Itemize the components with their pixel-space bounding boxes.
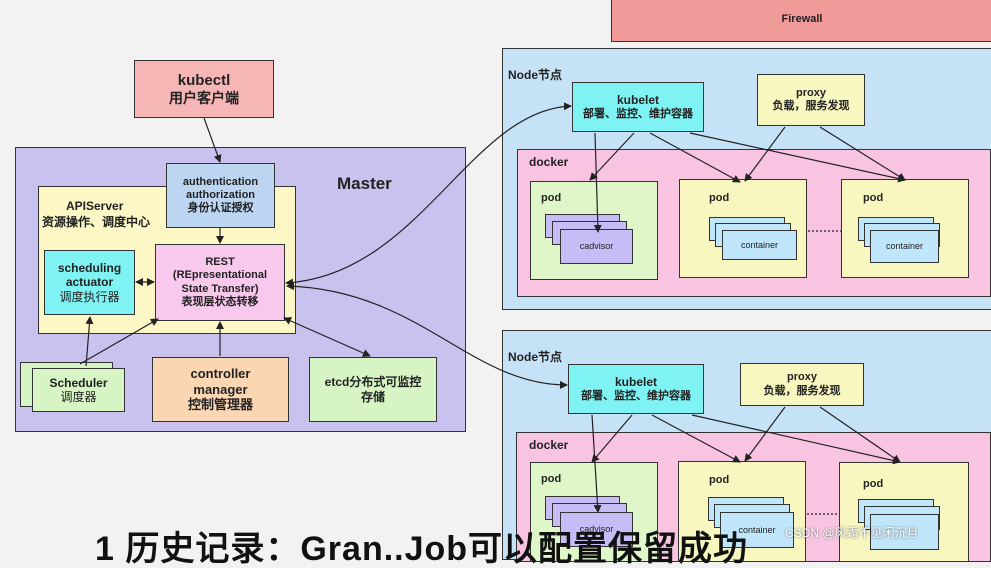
kubelet-box-1: kubelet 部署、监控、维护容器	[572, 82, 704, 132]
apiserver-label: APIServer 资源操作、调度中心	[42, 199, 150, 230]
etcd-line1: etcd分布式可监控	[324, 375, 422, 390]
cadvisor-label-2: cadvisor	[579, 524, 614, 535]
pod-label-1-1: pod	[541, 192, 562, 204]
csdn-watermark: CSDN @风霜不见闲沉月	[785, 526, 919, 540]
node-title-2: Node节点	[508, 350, 563, 364]
pod-label-1-2: pod	[709, 192, 730, 204]
kubelet-desc-1: 部署、监控、维护容器	[583, 107, 693, 120]
proxy-box-1: proxy 负载，服务发现	[757, 74, 865, 126]
pod-label-1-3: pod	[863, 192, 884, 204]
pod-label-2-2: pod	[709, 474, 730, 486]
apiserver-desc: 资源操作、调度中心	[42, 214, 151, 229]
kubectl-name: kubectl	[177, 71, 231, 89]
scheduler-box: Scheduler 调度器	[32, 368, 125, 412]
etcd-box: etcd分布式可监控 存储	[309, 357, 437, 422]
kubelet-box-2: kubelet 部署、监控、维护容器	[568, 364, 704, 414]
kubectl-desc: 用户客户端	[169, 89, 239, 106]
controller-line2: manager	[193, 381, 248, 397]
rest-line2: (REpresentational	[172, 269, 268, 282]
container-label-1-3: container	[885, 241, 924, 252]
cadvisor-box-2: cadvisor	[560, 512, 633, 547]
container-box-2-3	[870, 514, 939, 550]
rest-line3: State Transfer)	[181, 282, 259, 295]
proxy-desc-2: 负载，服务发现	[763, 384, 841, 397]
cadvisor-label-1: cadvisor	[579, 241, 614, 252]
proxy-name-1: proxy	[796, 86, 826, 99]
kubelet-name-1: kubelet	[616, 93, 659, 108]
container-box-2-2: container	[720, 512, 794, 548]
scheduling-line2: actuator	[65, 275, 114, 290]
auth-line3: 身份认证授权	[187, 202, 254, 215]
controller-manager-box: controller manager 控制管理器	[152, 357, 289, 422]
scheduler-desc: 调度器	[60, 390, 97, 404]
proxy-box-2: proxy 负载，服务发现	[740, 363, 864, 406]
rest-line4: 表现层状态转移	[181, 295, 259, 308]
scheduler-name: Scheduler	[49, 375, 108, 390]
docker-label-1: docker	[529, 155, 569, 169]
kubectl-box: kubectl 用户客户端	[134, 60, 274, 118]
firewall-box: Firewall	[611, 0, 991, 42]
firewall-label: Firewall	[781, 13, 823, 26]
etcd-line2: 存储	[360, 389, 385, 404]
kubelet-name-2: kubelet	[614, 375, 657, 390]
apiserver-name: APIServer	[66, 199, 124, 213]
controller-line3: 控制管理器	[187, 397, 253, 413]
auth-line1: authentication	[182, 175, 259, 188]
node-title-1: Node节点	[508, 68, 563, 82]
controller-line1: controller	[190, 366, 251, 382]
pod-label-2-3: pod	[863, 478, 884, 490]
docker-label-2: docker	[529, 438, 569, 452]
cadvisor-box-1: cadvisor	[560, 229, 633, 264]
proxy-name-2: proxy	[787, 371, 817, 384]
container-box-1-3: container	[870, 230, 939, 263]
rest-line1: REST	[205, 256, 235, 269]
subtitle-overlay: 1 历史记录：Gran..Job可以配置保留成功	[95, 530, 749, 568]
container-box-1-2: container	[722, 230, 797, 260]
proxy-desc-1: 负载，服务发现	[772, 100, 850, 112]
scheduling-line3: 调度执行器	[59, 289, 120, 304]
scheduling-actuator-box: scheduling actuator 调度执行器	[44, 250, 135, 315]
auth-line2: authorization	[185, 188, 256, 201]
container-label-2-2: container	[738, 524, 776, 535]
kubelet-desc-2: 部署、监控、维护容器	[581, 389, 691, 402]
master-title: Master	[337, 174, 392, 193]
container-label-1-2: container	[740, 239, 779, 250]
scheduling-line1: scheduling	[57, 260, 122, 275]
auth-box: authentication authorization 身份认证授权	[166, 163, 275, 228]
pod-label-2-1: pod	[541, 473, 562, 485]
rest-box: REST (REpresentational State Transfer) 表…	[155, 244, 285, 321]
